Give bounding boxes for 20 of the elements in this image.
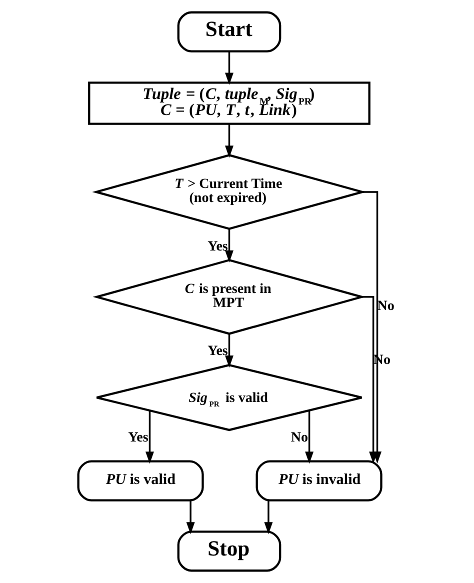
node-box: PU is valid [77,460,204,502]
node-box: PU is invalid [256,460,382,502]
arrow [225,228,234,262]
arrow [145,410,154,464]
node-box: Start [177,11,282,52]
edge-label: Yes [208,238,228,254]
arrow [186,500,195,534]
edge-label: Yes [208,343,228,360]
edge-label: No [377,298,394,314]
node-diamond: Sig$_{PR}$ is valid [96,364,363,432]
arrow [362,296,378,464]
arrow [225,51,234,85]
node-box: Tuple = (C, tuple$_{M}$, Sig$_{PR}$) C = (PU, T, t, Link) [88,82,370,125]
node-box: Stop [177,530,282,572]
arrow [225,334,234,368]
arrow [305,410,314,464]
edge-label: No [290,430,308,446]
arrow [225,124,234,158]
arrow [264,500,273,534]
edge-label: Yes [128,430,148,446]
